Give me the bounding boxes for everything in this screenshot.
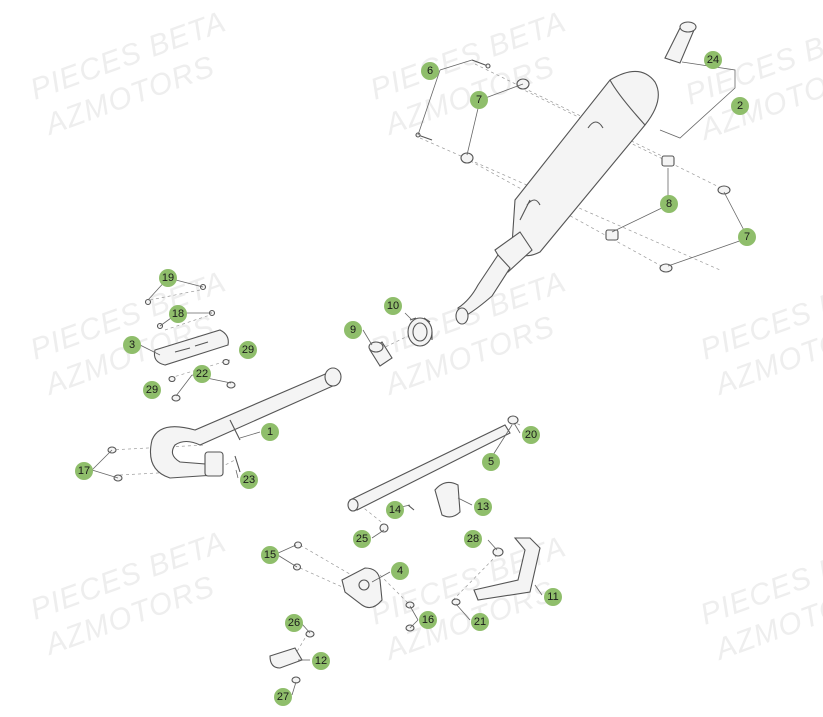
callout-29[interactable]: 29	[143, 381, 161, 399]
callout-7[interactable]: 7	[738, 228, 756, 246]
callout-8[interactable]: 8	[660, 195, 678, 213]
callout-17[interactable]: 17	[75, 462, 93, 480]
svg-text:25: 25	[356, 533, 368, 545]
svg-text:7: 7	[744, 231, 750, 243]
svg-text:23: 23	[243, 474, 255, 486]
callout-9[interactable]: 9	[344, 321, 362, 339]
svg-text:29: 29	[146, 384, 158, 396]
callout-13[interactable]: 13	[474, 498, 492, 516]
spacer-25	[379, 523, 389, 533]
svg-text:7: 7	[476, 94, 482, 106]
callout-5[interactable]: 5	[482, 453, 500, 471]
svg-text:12: 12	[315, 655, 327, 667]
svg-text:19: 19	[162, 272, 174, 284]
callout-3[interactable]: 3	[123, 336, 141, 354]
small-hardware	[415, 59, 731, 273]
svg-text:3: 3	[129, 339, 135, 351]
svg-text:11: 11	[547, 591, 558, 603]
svg-text:8: 8	[666, 198, 672, 210]
bracket-13	[434, 481, 461, 518]
svg-text:24: 24	[707, 54, 719, 66]
clamp-ring	[407, 317, 433, 347]
callout-11[interactable]: 11	[544, 588, 562, 606]
heat-shield	[153, 329, 229, 366]
callout-28[interactable]: 28	[464, 530, 482, 548]
callout-12[interactable]: 12	[312, 652, 330, 670]
callout-22[interactable]: 22	[193, 365, 211, 383]
callout-16[interactable]: 16	[419, 611, 437, 629]
bracket-4	[341, 567, 383, 609]
bracket-11	[473, 537, 541, 601]
svg-text:6: 6	[427, 65, 433, 77]
svg-text:14: 14	[389, 504, 401, 516]
svg-text:15: 15	[264, 549, 276, 561]
callout-10[interactable]: 10	[384, 297, 402, 315]
svg-text:29: 29	[242, 344, 254, 356]
callout-19[interactable]: 19	[159, 269, 177, 287]
callout-15[interactable]: 15	[261, 546, 279, 564]
svg-text:13: 13	[477, 501, 489, 513]
callout-4[interactable]: 4	[391, 562, 409, 580]
svg-text:17: 17	[78, 465, 90, 477]
svg-text:5: 5	[488, 456, 494, 468]
svg-text:28: 28	[467, 533, 479, 545]
callout-21[interactable]: 21	[471, 613, 489, 631]
svg-text:26: 26	[288, 617, 300, 629]
shield-hardware	[144, 283, 236, 402]
bracket-12	[269, 630, 315, 684]
svg-text:20: 20	[525, 429, 537, 441]
callout-6[interactable]: 6	[421, 62, 439, 80]
callout-14[interactable]: 14	[386, 501, 404, 519]
svg-text:16: 16	[422, 614, 434, 626]
svg-text:21: 21	[474, 616, 486, 628]
callout-26[interactable]: 26	[285, 614, 303, 632]
callout-27[interactable]: 27	[274, 688, 292, 706]
header-pipe	[149, 367, 342, 479]
svg-text:27: 27	[277, 691, 289, 703]
svg-text:18: 18	[172, 308, 184, 320]
svg-text:2: 2	[737, 100, 743, 112]
svg-text:9: 9	[350, 324, 356, 336]
callout-20[interactable]: 20	[522, 426, 540, 444]
muffler	[455, 70, 659, 325]
callout-29[interactable]: 29	[239, 341, 257, 359]
sleeve	[368, 341, 393, 367]
svg-text:4: 4	[397, 565, 403, 577]
bolt-14	[407, 504, 415, 511]
hardware-21-28	[451, 547, 504, 606]
callout-24[interactable]: 24	[704, 51, 722, 69]
callout-25[interactable]: 25	[353, 530, 371, 548]
svg-text:10: 10	[387, 300, 399, 312]
callout-18[interactable]: 18	[169, 305, 187, 323]
svg-text:22: 22	[196, 368, 208, 380]
callout-1[interactable]: 1	[261, 423, 279, 441]
callout-2[interactable]: 2	[731, 97, 749, 115]
mount-rod	[347, 415, 519, 512]
svg-text:1: 1	[267, 426, 273, 438]
callout-7[interactable]: 7	[470, 91, 488, 109]
callout-23[interactable]: 23	[240, 471, 258, 489]
